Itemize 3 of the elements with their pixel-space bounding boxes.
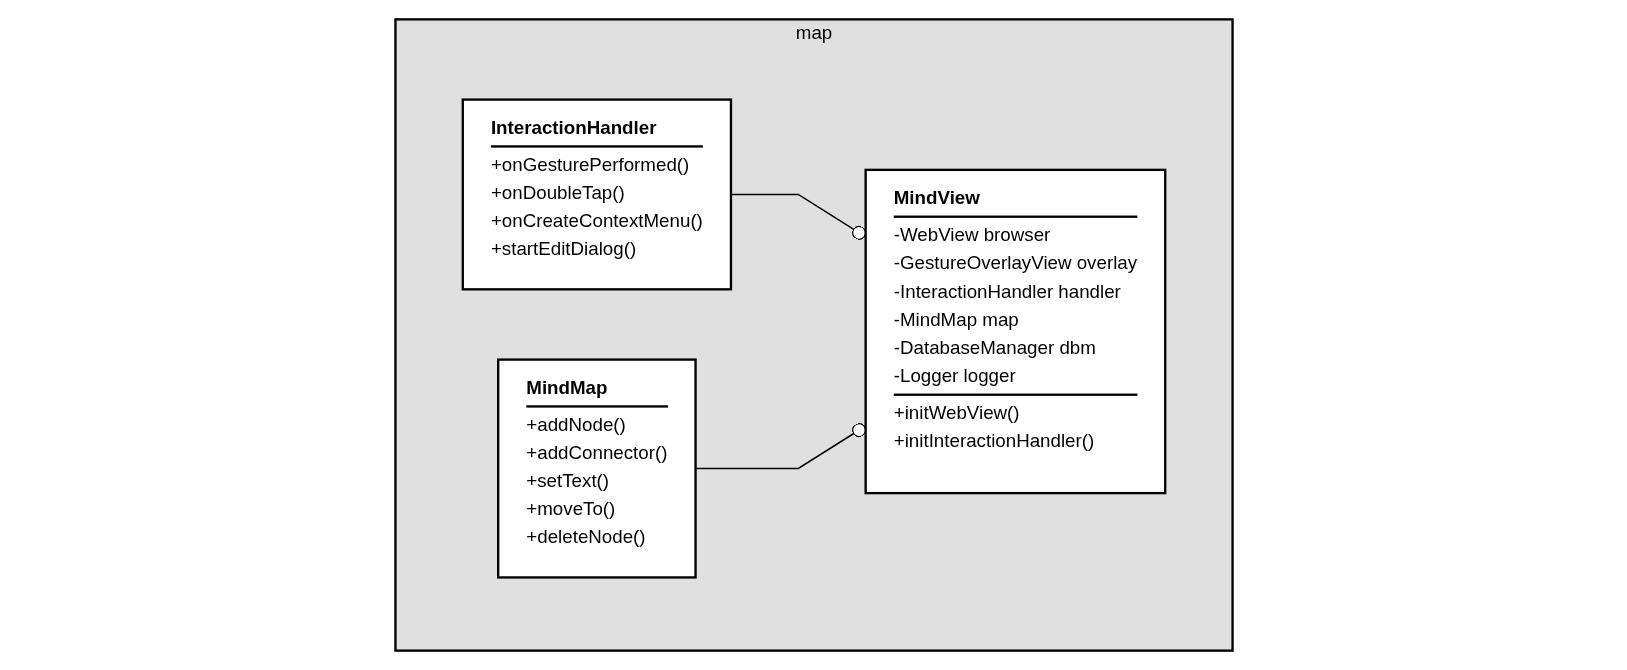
node-box: MindMap +addNode() +addConnector() +setText() +moveTo() +deleteNode() bbox=[496, 358, 697, 579]
node-box: InteractionHandler +onGesturePerformed() +onDoubleTap() +onCreateContextMenu() +startEditDialog() bbox=[461, 98, 732, 291]
node-box: MindView -WebView browser -GestureOverlayView overlay -InteractionHandler handler -MindMap map -DatabaseManager dbm -Logger logger +initWebView() +initInteractionHandler() bbox=[864, 168, 1166, 495]
